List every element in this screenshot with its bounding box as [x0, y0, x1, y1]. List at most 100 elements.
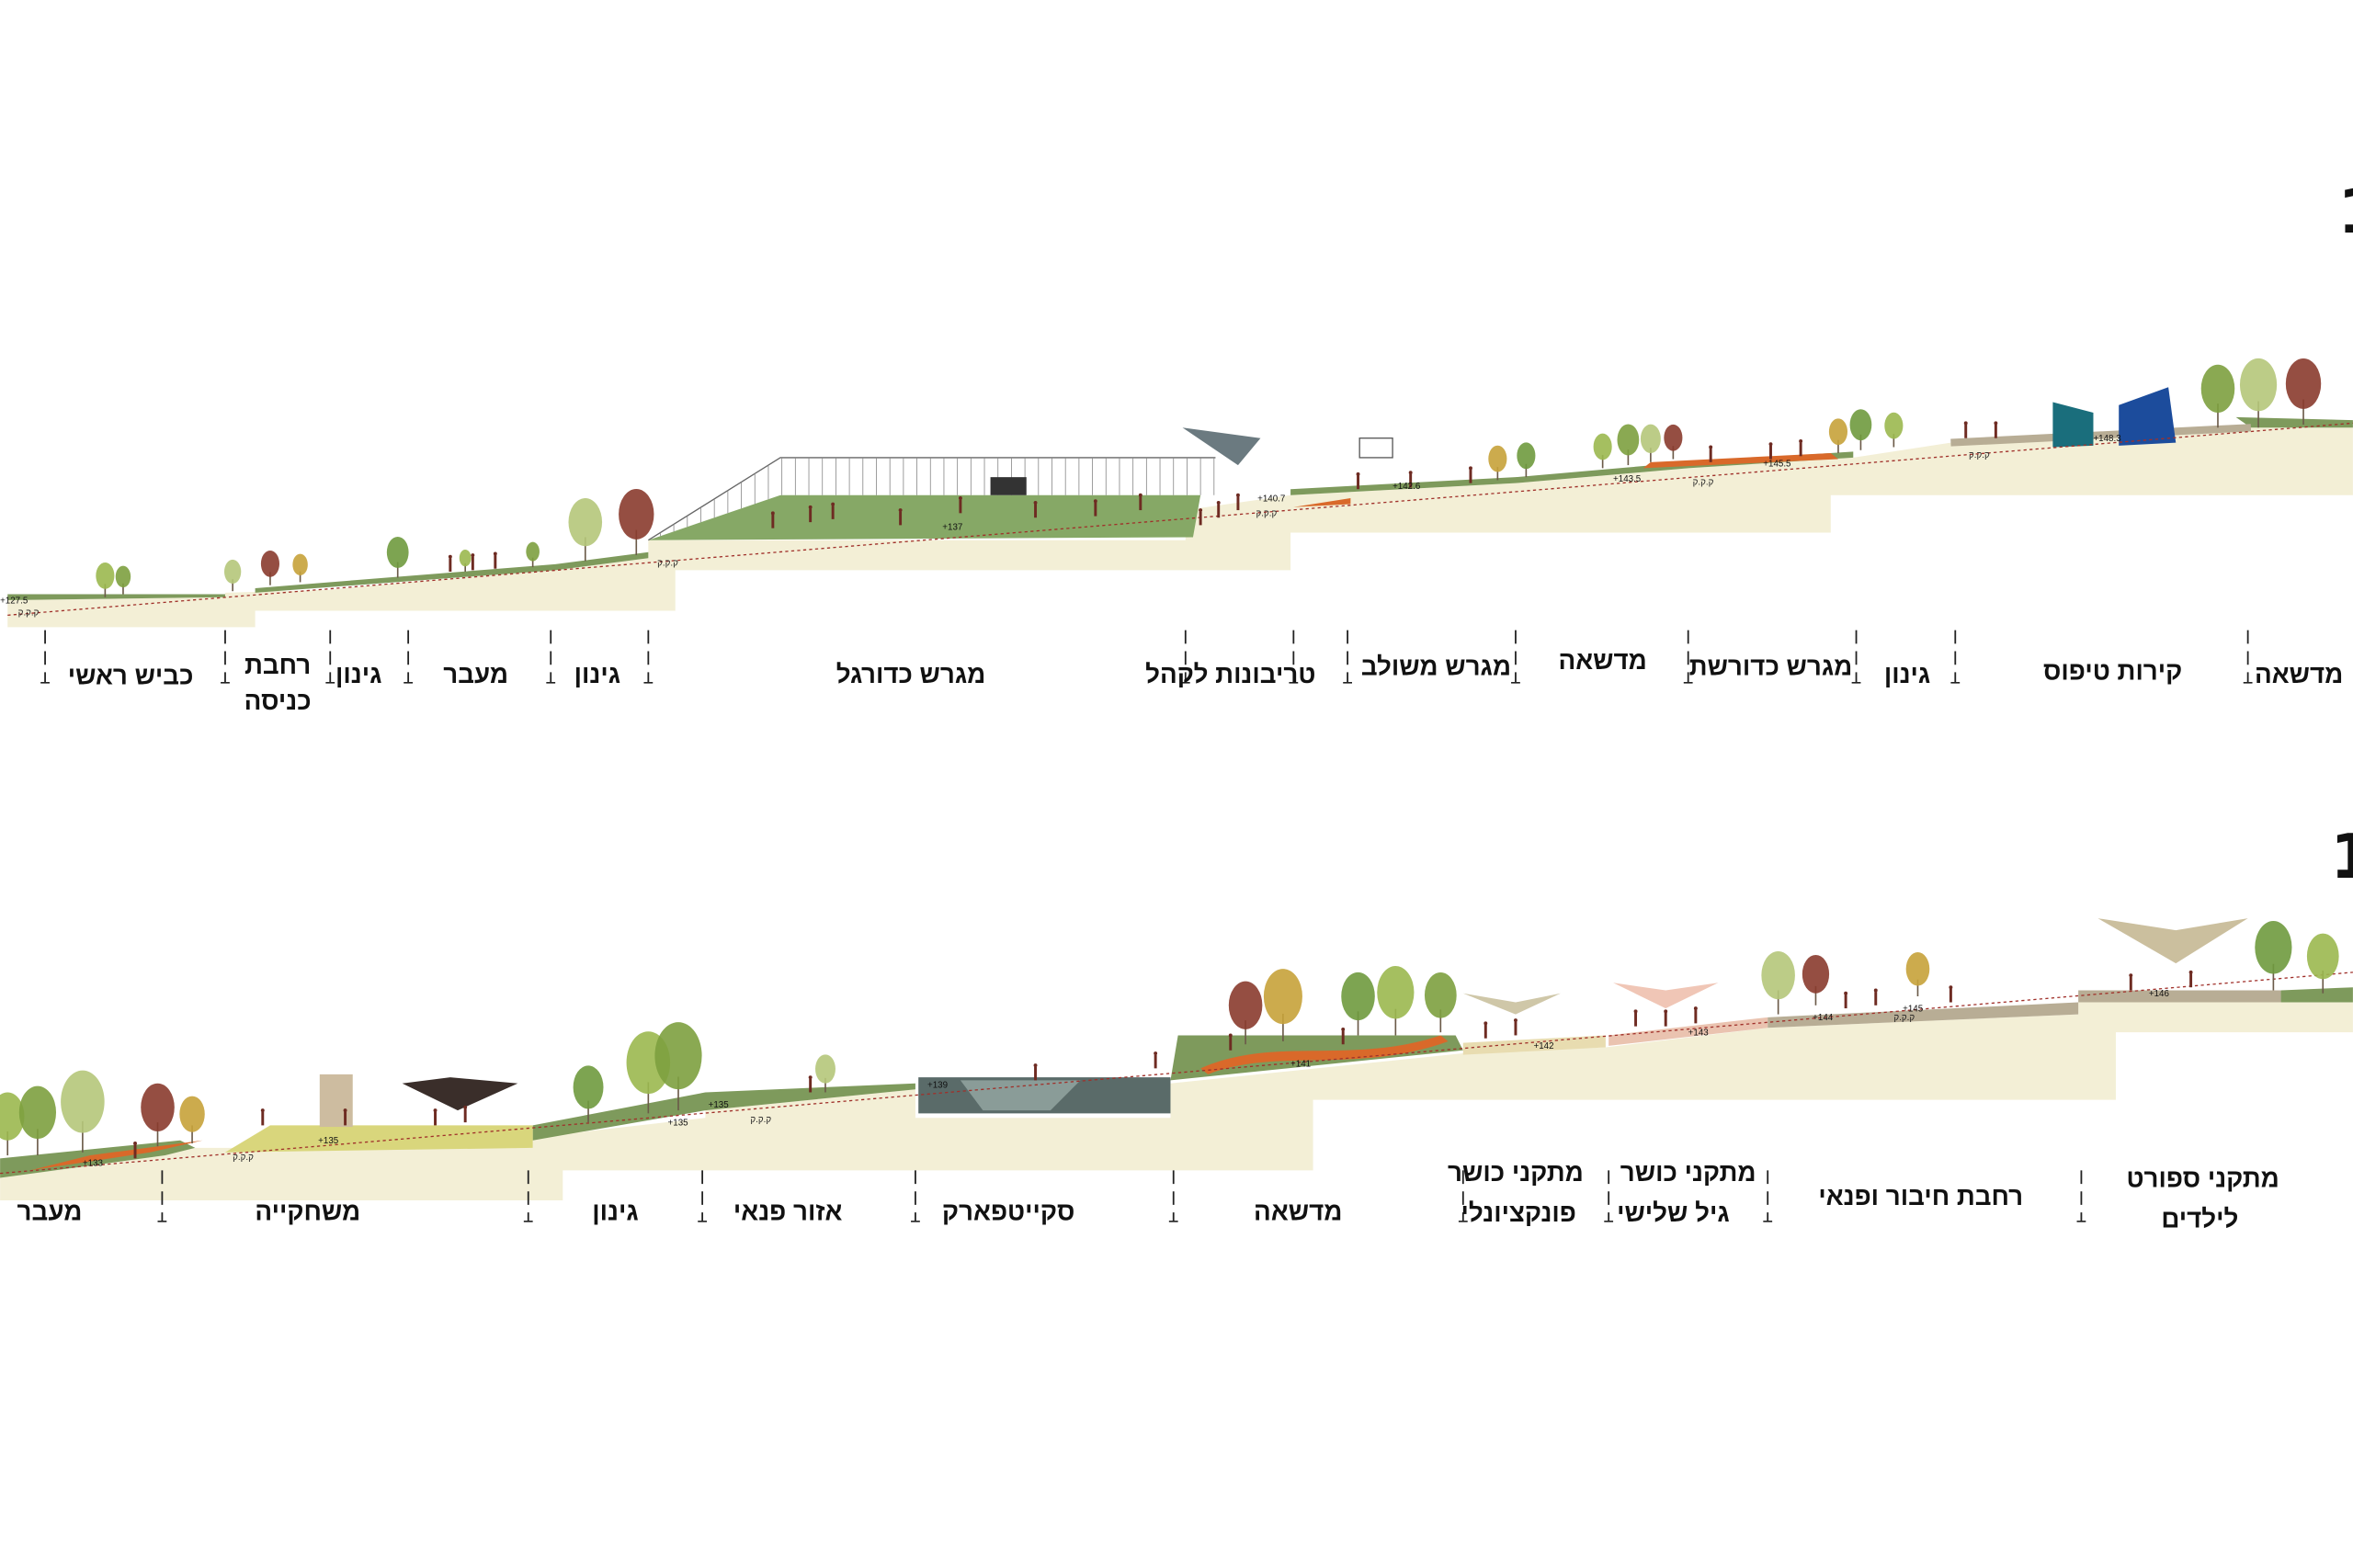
person-icon: [433, 1108, 438, 1113]
elevation-mark: +146: [2149, 989, 2170, 999]
tree-icon: [1263, 969, 1302, 1025]
zone-dividers: [40, 630, 2253, 684]
person-icon: [958, 496, 962, 500]
tree-icon: [2306, 933, 2339, 980]
elevation-mark: +135: [709, 1100, 730, 1110]
tree-icon: [568, 498, 603, 547]
grass-strip: [7, 416, 2353, 601]
elevation-mark: +145: [1903, 1004, 1924, 1014]
person-icon: [1409, 473, 1413, 488]
person-icon: [1139, 496, 1142, 511]
zone-label: מעבר: [443, 660, 508, 688]
person-icon: [1664, 1012, 1667, 1027]
person-icon: [1664, 1009, 1668, 1014]
ground-marker: ק.ק.ק: [18, 608, 40, 618]
tree-icon: [1517, 442, 1536, 470]
tree-icon: [1664, 424, 1683, 451]
fence-posts: [659, 457, 1215, 537]
person-icon: [1694, 1009, 1698, 1024]
climbing-wall: [2052, 402, 2094, 448]
person-icon: [1034, 1066, 1038, 1081]
person-icon: [1994, 421, 1998, 426]
tree-icon: [386, 536, 409, 568]
zone-dividers: [157, 1170, 2086, 1222]
person-icon: [1138, 493, 1142, 497]
fitness-floor: [1462, 1035, 1606, 1055]
stand-canopy: [1182, 427, 1261, 466]
person-icon: [1844, 994, 1847, 1009]
person-icon: [2129, 976, 2132, 991]
elevation-mark: +145.5: [1763, 460, 1791, 470]
person-icon: [1513, 1018, 1518, 1023]
tree-icon: [18, 1085, 57, 1140]
shade-sail: [2097, 918, 2248, 964]
tree-icon: [1377, 966, 1415, 1019]
tree-icon: [1640, 424, 1661, 454]
person-icon: [1229, 1037, 1233, 1051]
person-icon: [1633, 1009, 1638, 1014]
person-icon: [1963, 421, 1968, 426]
tree-icon: [459, 549, 472, 567]
person-icon: [831, 506, 835, 519]
zone-label: כניסה: [244, 687, 312, 715]
tree-icon: [2200, 364, 2235, 413]
ground-marker: ק.ק.ק: [1969, 450, 1990, 460]
tree-icon: [61, 1070, 105, 1133]
person-icon: [1199, 511, 1202, 526]
zone-label: משחקייה: [255, 1197, 360, 1225]
person-icon: [1634, 1012, 1638, 1027]
person-icon: [959, 499, 962, 514]
person-icon: [1356, 472, 1360, 476]
fence: [648, 457, 1216, 541]
zone-label: טריבונות לקהל: [1145, 660, 1315, 688]
trees: [96, 358, 2322, 597]
tree-icon: [815, 1054, 835, 1084]
climbing-wall: [2119, 387, 2177, 446]
elevation-mark: +142: [1534, 1041, 1554, 1051]
person-icon: [2188, 970, 2193, 974]
person-icon: [463, 1105, 468, 1109]
zone-label: גינון: [574, 660, 620, 688]
elevation-mark: +143.5: [1613, 474, 1642, 484]
person-icon: [1873, 988, 1878, 993]
shade-sail: [1613, 983, 1719, 1009]
skate-ramp: [960, 1080, 1081, 1111]
person-icon: [2129, 973, 2133, 978]
person-icon: [1768, 442, 1773, 447]
tree-icon: [1593, 433, 1612, 460]
tree-icon: [223, 559, 242, 585]
slope-line: [7, 422, 2353, 616]
person-icon: [1874, 992, 1878, 1006]
ground-marker: ק.ק.ק: [1256, 509, 1278, 519]
person-icon: [1154, 1051, 1158, 1055]
person-icon: [1216, 500, 1221, 505]
zone-label: מדשאה: [2255, 660, 2343, 688]
zone-label: מדשאה: [1254, 1197, 1342, 1225]
person-icon: [1341, 1030, 1345, 1045]
person-icon: [261, 1111, 265, 1126]
people: [448, 421, 1998, 572]
person-icon: [493, 551, 497, 556]
person-icon: [448, 554, 452, 559]
tree-icon: [2285, 358, 2322, 409]
section-dd-title: חתך ד-ד | פארק ספורט - קנ״מ 1:250: [2330, 821, 2353, 892]
fitness-floor: [1608, 1017, 1768, 1046]
person-icon: [343, 1108, 347, 1113]
tree-icon: [1828, 418, 1848, 446]
person-icon: [1033, 500, 1038, 505]
person-icon: [1949, 988, 1952, 1003]
elevation-mark: +140.7: [1257, 494, 1285, 504]
zone-label: רחבת חיבור ופנאי: [1818, 1182, 2023, 1210]
tree-icon: [1617, 424, 1640, 456]
person-icon: [2189, 973, 2193, 988]
person-icon: [1341, 1027, 1346, 1031]
person-icon: [1799, 442, 1802, 457]
zone-label: גיל שלישי: [1617, 1199, 1730, 1227]
person-icon: [1483, 1021, 1488, 1026]
person-icon: [449, 558, 452, 572]
tree-icon: [1802, 954, 1830, 994]
person-icon: [1094, 502, 1097, 517]
elevation-mark: +133: [83, 1158, 104, 1168]
tree-icon: [96, 562, 115, 589]
tree-icon: [2255, 921, 2292, 974]
